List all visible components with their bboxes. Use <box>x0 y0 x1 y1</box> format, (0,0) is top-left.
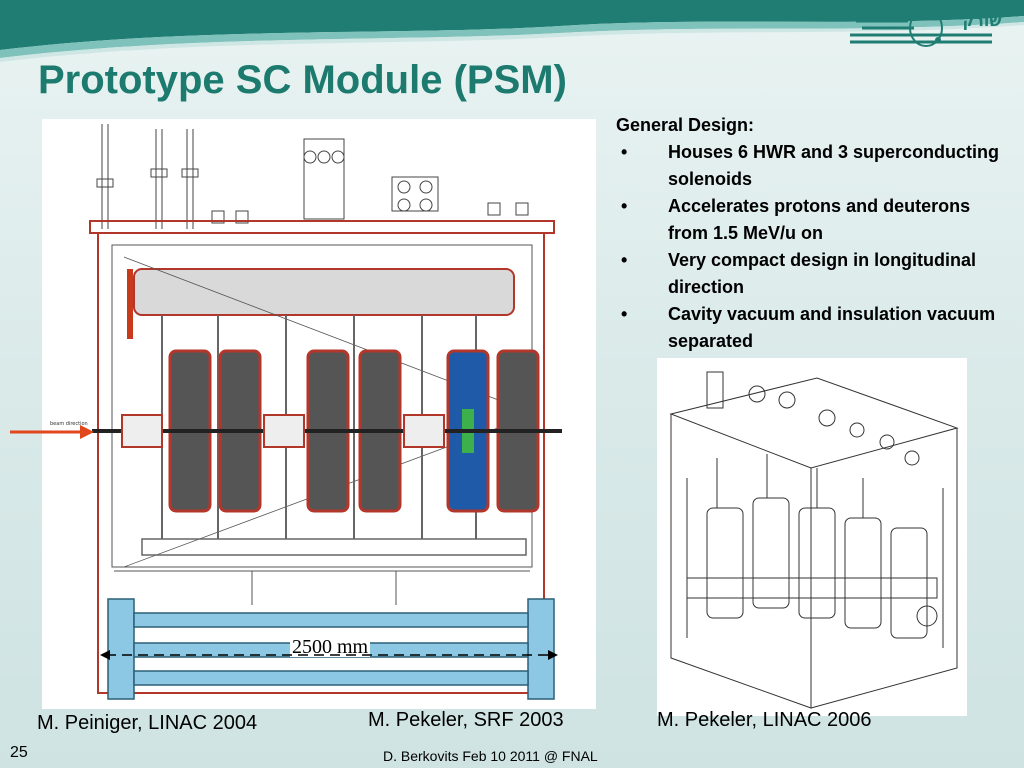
caption-middle: M. Pekeler, SRF 2003 <box>368 709 564 731</box>
header-wave <box>0 0 1024 62</box>
caption-left: M. Peiniger, LINAC 2004 <box>37 712 258 734</box>
cryomodule-drawing: beam direction <box>42 119 596 709</box>
caption-right: M. Pekeler, LINAC 2006 <box>657 709 872 731</box>
footer-credit: D. Berkovits Feb 10 2011 @ FNAL <box>383 748 598 764</box>
slide-title: Prototype SC Module (PSM) <box>38 58 567 102</box>
general-design: General Design: •Houses 6 HWR and 3 supe… <box>616 112 1011 355</box>
design-bullet: •Cavity vacuum and insulation vacuum sep… <box>621 304 996 351</box>
soreq-logo: שורק <box>842 4 1024 50</box>
design-bullet: •Houses 6 HWR and 3 superconducting sole… <box>621 142 1000 189</box>
design-bullet: •Accelerates protons and deuterons from … <box>621 196 971 243</box>
isometric-drawing <box>657 358 967 716</box>
design-heading: General Design: <box>616 115 755 135</box>
design-bullet-list: •Houses 6 HWR and 3 superconducting sole… <box>616 139 1011 355</box>
dimension-label: 2500 mm <box>290 636 371 658</box>
page-number: 25 <box>10 744 28 761</box>
design-bullet: •Very compact design in longitudinal dir… <box>621 250 977 297</box>
beam-direction-label: beam direction <box>50 421 88 427</box>
dimension-arrow <box>100 650 558 660</box>
logo-text: שורק <box>962 11 1001 30</box>
beam-arrow <box>10 425 94 439</box>
